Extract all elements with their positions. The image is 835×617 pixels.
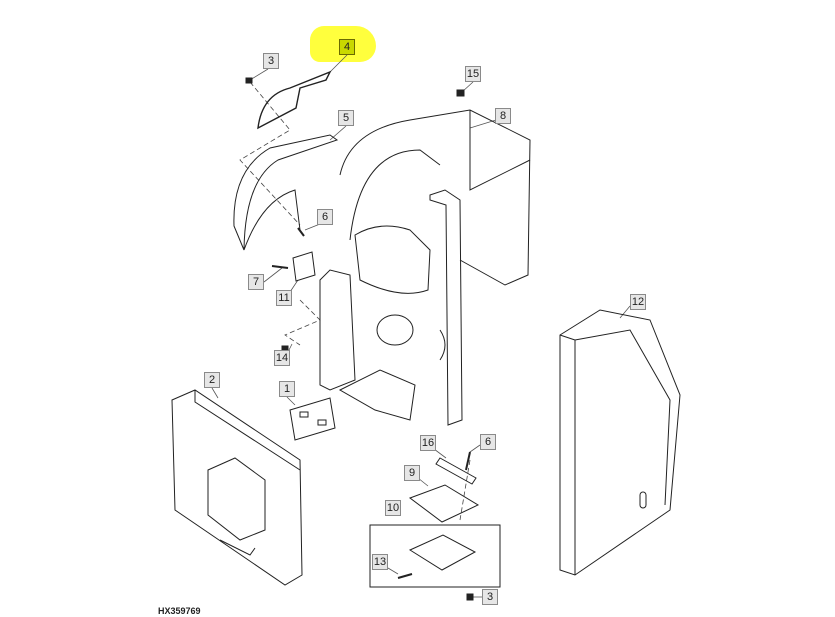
callout-12[interactable]: 12: [630, 294, 646, 310]
figure-id: HX359769: [158, 606, 201, 616]
callout-9[interactable]: 9: [404, 465, 420, 481]
callout-6-lower[interactable]: 6: [480, 434, 496, 450]
callout-4[interactable]: 4: [339, 39, 355, 55]
callout-16[interactable]: 16: [420, 435, 436, 451]
leader-lines: [211, 54, 631, 598]
callout-5[interactable]: 5: [338, 110, 354, 126]
callout-8[interactable]: 8: [495, 108, 511, 124]
callout-14[interactable]: 14: [274, 350, 290, 366]
callout-10[interactable]: 10: [385, 500, 401, 516]
callout-11[interactable]: 11: [276, 290, 292, 306]
callout-7[interactable]: 7: [248, 274, 264, 290]
callout-13[interactable]: 13: [372, 554, 388, 570]
callout-3-lower[interactable]: 3: [482, 589, 498, 605]
callout-3[interactable]: 3: [263, 53, 279, 69]
callout-2[interactable]: 2: [204, 372, 220, 388]
callout-6[interactable]: 6: [317, 209, 333, 225]
callout-1[interactable]: 1: [279, 381, 295, 397]
callout-15[interactable]: 15: [465, 66, 481, 82]
